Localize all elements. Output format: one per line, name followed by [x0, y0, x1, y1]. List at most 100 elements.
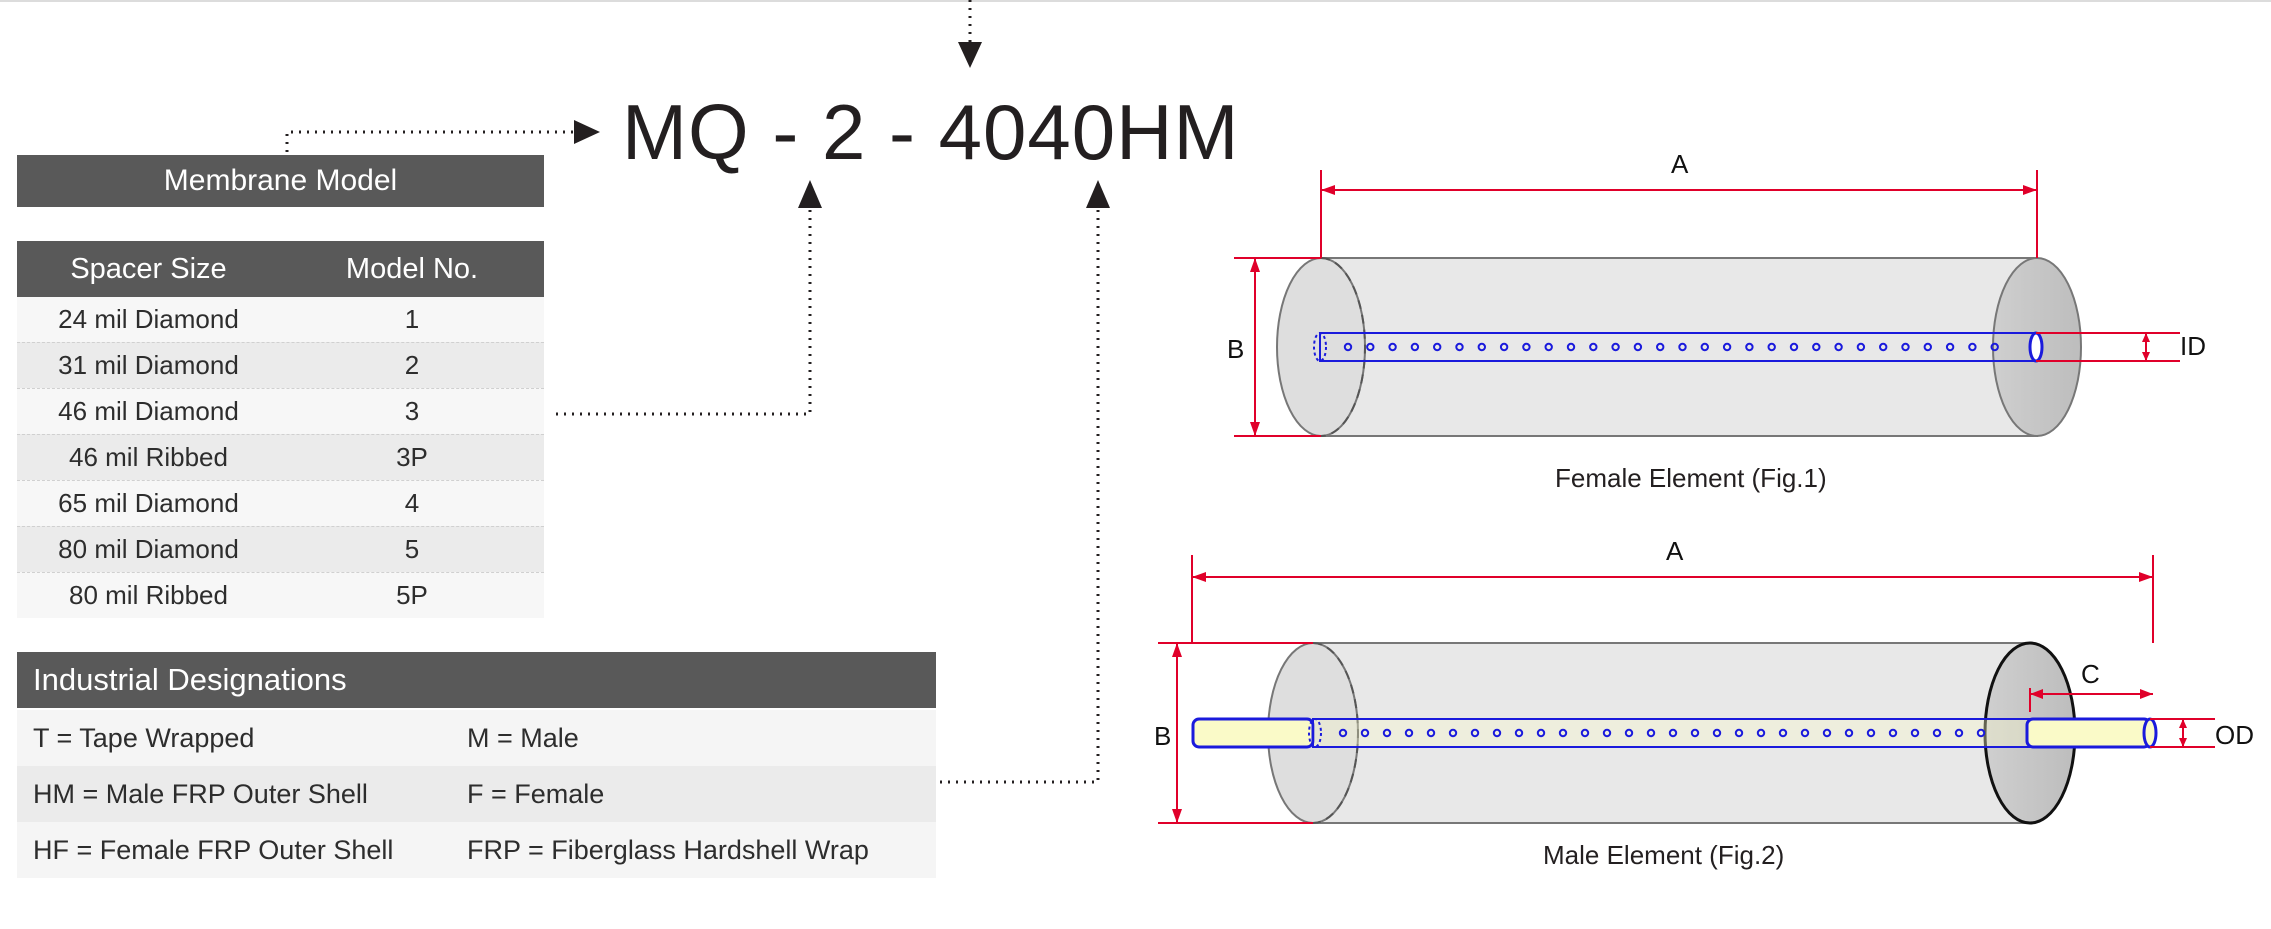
spacer-size-cell: 24 mil Diamond	[58, 304, 239, 334]
perforation-hole	[1668, 728, 1678, 738]
perforation-hole	[1778, 728, 1788, 738]
connector-designation	[940, 208, 1100, 784]
male-dim-c-arrow-right	[2140, 689, 2153, 699]
male-dim-a-arrow-left	[1192, 572, 1206, 582]
perforation-hole	[1976, 728, 1986, 738]
spacer-size-table: Spacer Size Model No. 24 mil Diamond 1 31…	[17, 241, 544, 618]
spacer-table-header: Spacer Size Model No.	[17, 241, 544, 297]
male-tube-end-inner	[1308, 718, 1322, 748]
perforation-hole	[1879, 342, 1888, 352]
connector-membrane-model	[285, 130, 580, 152]
male-dim-c-label: C	[2081, 659, 2100, 689]
spacer-size-cell: 80 mil Diamond	[58, 534, 239, 564]
perforation-hole	[1756, 728, 1766, 738]
perforation-hole	[1382, 728, 1392, 738]
female-dim-a-arrow-right	[2023, 185, 2037, 195]
perforation-hole	[1656, 342, 1665, 352]
male-dim-b-arrow-top	[1172, 643, 1182, 657]
model-no-cell: 1	[404, 304, 420, 334]
female-dim-id-label: ID	[2180, 331, 2206, 361]
perforation-hole	[1646, 728, 1656, 738]
male-dim-c-arrow-left	[2030, 689, 2043, 699]
male-permeate-tube	[1312, 718, 2031, 748]
perforation-hole	[1404, 728, 1414, 738]
female-dim-a-label: A	[1671, 149, 1689, 179]
perforation-hole	[1954, 728, 1964, 738]
table-row: 80 mil Diamond 5	[17, 526, 544, 572]
spacer-size-cell: 46 mil Diamond	[58, 396, 239, 426]
perforation-hole	[1343, 342, 1353, 352]
perforation-hole	[1745, 342, 1754, 352]
perforation-hole	[1834, 342, 1843, 352]
table-row: 46 mil Diamond 3	[17, 388, 544, 434]
spacer-size-cell: 31 mil Diamond	[58, 350, 239, 380]
perforation-hole	[1800, 728, 1810, 738]
male-dim-a-label: A	[1666, 536, 1684, 566]
arrowhead-down	[958, 42, 982, 68]
female-dim-b-arrow-top	[1250, 258, 1260, 272]
model-no-cell: 2	[404, 350, 420, 380]
designation-cell: F = Female	[467, 779, 605, 809]
table-row: HM = Male FRP Outer Shell F = Female	[17, 766, 936, 822]
top-rule	[0, 0, 2271, 2]
spacer-size-cell: 80 mil Ribbed	[69, 580, 228, 610]
perforation-hole	[1712, 728, 1722, 738]
membrane-model-header: Membrane Model	[17, 155, 544, 207]
industrial-designations-header: Industrial Designations	[17, 652, 936, 708]
spacer-size-cell: 65 mil Diamond	[58, 488, 239, 518]
connector-lines	[285, 0, 1100, 784]
perforation-hole	[1426, 728, 1436, 738]
male-dim-od-arrow-top	[2179, 719, 2187, 728]
perforation-hole	[1566, 342, 1576, 352]
male-element-drawing	[1158, 555, 2215, 825]
model-no-cell: 5P	[396, 580, 428, 610]
model-no-cell: 3	[404, 396, 420, 426]
perforation-hole	[1470, 728, 1480, 738]
perforation-hole	[1767, 342, 1776, 352]
perforation-hole	[1624, 728, 1634, 738]
perforation-hole	[1734, 728, 1744, 738]
connector-arrowheads	[574, 42, 1110, 208]
perforation-hole	[1492, 728, 1502, 738]
perforation-hole	[1366, 342, 1375, 352]
designation-cell: HM = Male FRP Outer Shell	[33, 779, 368, 809]
male-dim-od-label: OD	[2215, 720, 2254, 750]
perforation-hole	[1789, 342, 1799, 352]
perforation-hole	[1410, 342, 1420, 352]
perforation-hole	[1522, 342, 1531, 352]
female-tube-perforations	[1343, 342, 1999, 352]
perforation-hole	[1888, 728, 1898, 738]
perforation-hole	[1932, 728, 1942, 738]
model-no-cell: 5	[404, 534, 420, 564]
female-cap-hidden-edge	[1320, 257, 1366, 437]
perforation-hole	[1477, 342, 1487, 352]
table-row: 24 mil Diamond 1	[17, 297, 544, 342]
designation-cell: T = Tape Wrapped	[33, 723, 255, 753]
female-dimension-lines	[1234, 170, 2180, 437]
perforation-hole	[1602, 728, 1612, 738]
perforation-hole	[1923, 342, 1933, 352]
perforation-hole	[1822, 728, 1832, 738]
female-dim-b-arrow-bottom	[1250, 422, 1260, 436]
female-tube-end-right	[2028, 331, 2044, 363]
female-element-drawing	[1234, 170, 2180, 437]
perforation-hole	[1812, 342, 1821, 352]
perforation-hole	[1690, 728, 1700, 738]
perforation-hole	[1544, 342, 1553, 352]
perforation-hole	[1338, 728, 1348, 738]
model-no-column-header: Model No.	[345, 253, 479, 285]
perforation-hole	[1722, 342, 1732, 352]
perforation-hole	[1700, 342, 1710, 352]
perforation-hole	[1455, 342, 1464, 352]
table-row: 80 mil Ribbed 5P	[17, 572, 544, 618]
connector-spacer	[556, 208, 812, 416]
perforation-hole	[1388, 342, 1397, 352]
perforation-hole	[1678, 342, 1687, 352]
female-element-caption: Female Element (Fig.1)	[1555, 463, 1827, 493]
female-dim-id-arrow-top	[2142, 333, 2150, 342]
perforation-hole	[1633, 342, 1643, 352]
perforation-hole	[1360, 728, 1370, 738]
perforation-hole	[1856, 342, 1866, 352]
